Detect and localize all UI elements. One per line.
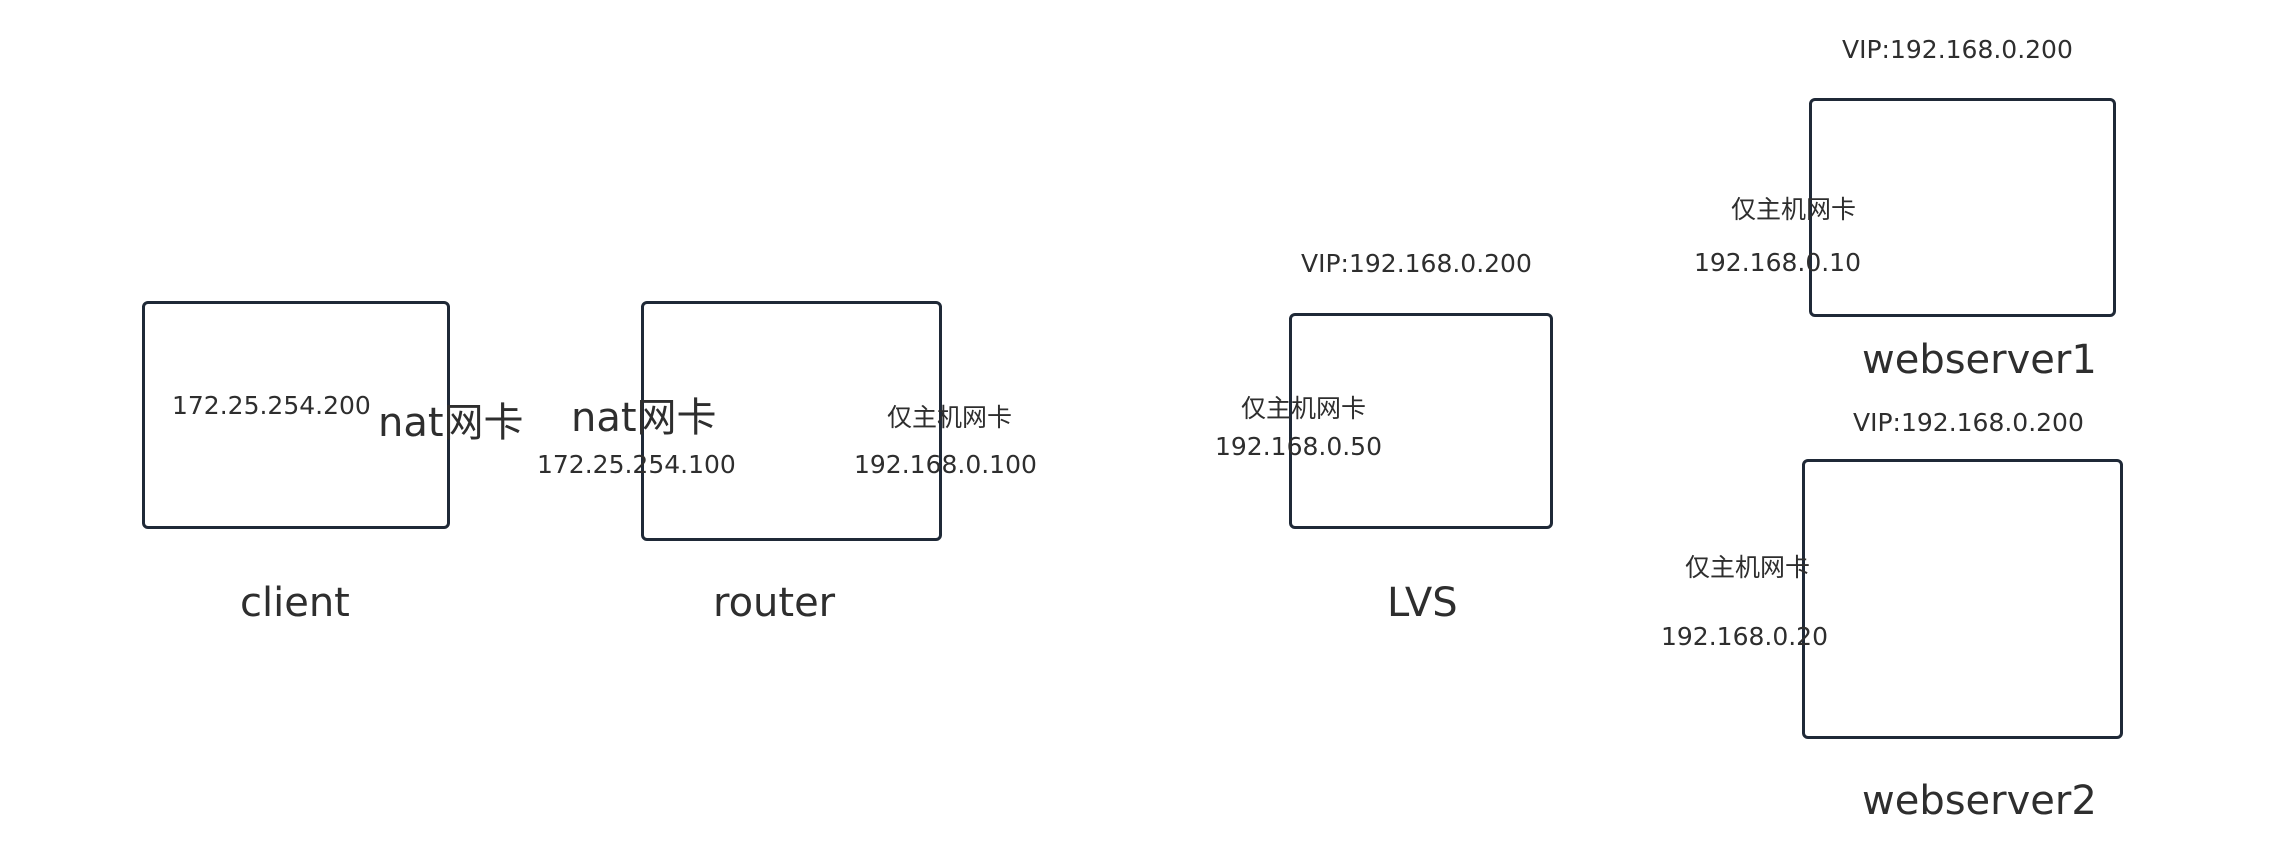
lvs-nic-label: 仅主机网卡 bbox=[1241, 394, 1367, 423]
webserver1-nic-label: 仅主机网卡 bbox=[1731, 195, 1857, 224]
lvs-ip: 192.168.0.50 bbox=[1215, 432, 1382, 461]
webserver1-vip: VIP:192.168.0.200 bbox=[1842, 35, 2073, 64]
lvs-label: LVS bbox=[1387, 580, 1458, 626]
router-label: router bbox=[713, 580, 836, 626]
router-node bbox=[641, 301, 942, 541]
client-label: client bbox=[240, 580, 350, 626]
client-ip: 172.25.254.200 bbox=[172, 391, 371, 420]
client-nic-label: nat网卡 bbox=[378, 400, 524, 446]
webserver2-node bbox=[1802, 459, 2123, 739]
webserver1-node bbox=[1809, 98, 2116, 317]
webserver2-label: webserver2 bbox=[1862, 778, 2097, 824]
router-host-only-nic-label: 仅主机网卡 bbox=[887, 403, 1013, 432]
webserver1-label: webserver1 bbox=[1862, 337, 2097, 383]
webserver2-ip: 192.168.0.20 bbox=[1661, 622, 1828, 651]
lvs-vip: VIP:192.168.0.200 bbox=[1301, 249, 1532, 278]
router-nat-nic-label: nat网卡 bbox=[571, 395, 717, 441]
lvs-node bbox=[1289, 313, 1553, 529]
router-host-only-ip: 192.168.0.100 bbox=[854, 450, 1037, 479]
webserver1-ip: 192.168.0.10 bbox=[1694, 248, 1861, 277]
webserver2-nic-label: 仅主机网卡 bbox=[1685, 553, 1811, 582]
router-nat-ip: 172.25.254.100 bbox=[537, 450, 736, 479]
client-node bbox=[142, 301, 450, 529]
webserver2-vip: VIP:192.168.0.200 bbox=[1853, 408, 2084, 437]
